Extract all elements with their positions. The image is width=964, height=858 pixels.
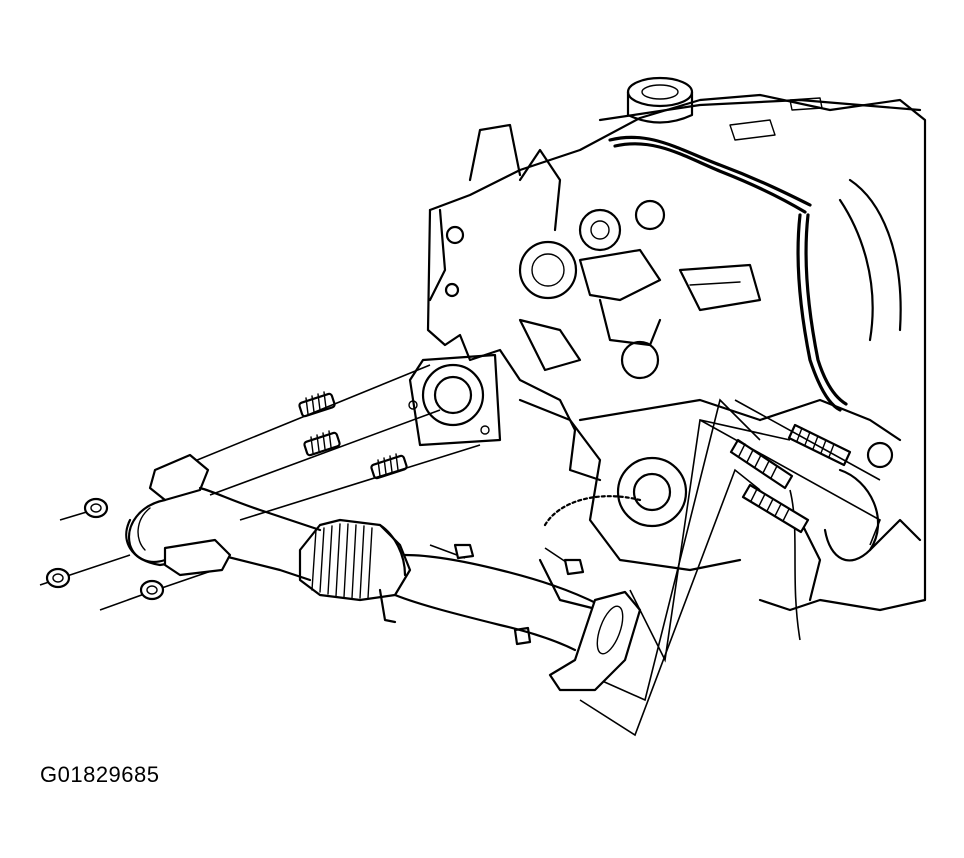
nut-middle-left (45, 567, 71, 589)
stud-right-2 (729, 438, 794, 490)
stud-middle (303, 430, 341, 457)
stud-upper (298, 391, 336, 418)
nut-outlet-2 (563, 558, 585, 576)
stud-lower (370, 453, 408, 480)
flange-nuts (45, 497, 585, 646)
engine-assembly (408, 76, 927, 641)
leader-lines (39, 364, 882, 737)
nut-lower-left (139, 579, 165, 601)
nut-upper-left (83, 497, 109, 519)
exhaust-crossover-pipe (125, 453, 642, 692)
stud-right-3 (741, 483, 810, 534)
figure-id-label: G01829685 (40, 762, 160, 787)
manifold-studs (298, 391, 852, 534)
nut-outlet-1 (453, 543, 475, 560)
